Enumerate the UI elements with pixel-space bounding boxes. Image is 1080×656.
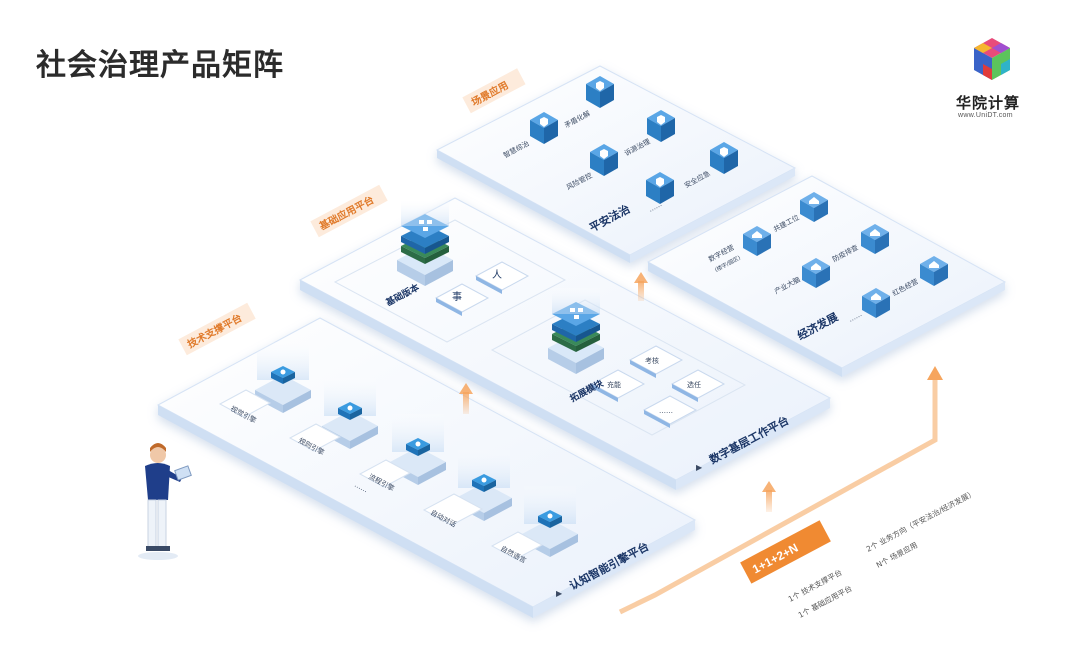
play-icon: ▶ <box>556 589 563 598</box>
ext-tile <box>628 345 684 378</box>
base-version-block <box>397 200 453 286</box>
shield-cube-icon <box>586 76 614 108</box>
logo-name: 华院计算 <box>956 94 1021 112</box>
tag-tech: 技术支撑平台 <box>178 302 256 356</box>
logo-cube-icon <box>974 38 1010 80</box>
logo-url: www.UniDT.com <box>958 112 1013 119</box>
svg-text:技术支撑平台: 技术支撑平台 <box>185 311 244 351</box>
base-tile-label: 事 <box>452 290 462 303</box>
play-icon: ▶ <box>696 463 703 472</box>
ext-tile <box>590 369 646 402</box>
house-cube-icon <box>802 258 830 288</box>
ext-tile-label: 考核 <box>645 356 659 365</box>
layer-arrows <box>459 272 943 615</box>
tag-base: 基础应用平台 <box>310 184 388 238</box>
network-icon <box>419 220 432 231</box>
engine-module <box>322 378 378 449</box>
extension-block <box>548 288 604 374</box>
shield-cube-icon <box>710 142 738 174</box>
house-cube-icon <box>800 192 828 222</box>
engine-module <box>255 342 311 413</box>
ext-tile <box>642 395 698 428</box>
network-icon <box>570 308 583 319</box>
formula-badge: 1+1+2+N <box>740 520 831 584</box>
page-title: 社会治理产品矩阵 <box>36 48 284 83</box>
ext-tile-label: 选任 <box>687 380 701 389</box>
shield-cube-icon <box>590 144 618 176</box>
house-cube-icon <box>861 224 889 254</box>
ext-tile-label: …… <box>659 407 673 415</box>
shield-cube-icon <box>647 110 675 142</box>
house-cube-icon <box>743 226 771 256</box>
house-cube-icon <box>920 256 948 286</box>
shield-cube-icon <box>646 172 674 204</box>
ext-tile <box>670 369 726 402</box>
shield-cube-icon <box>530 112 558 144</box>
svg-text:基础应用平台: 基础应用平台 <box>316 193 376 233</box>
base-tile-ren <box>474 261 530 294</box>
tag-scene: 场景应用 <box>462 68 526 114</box>
base-tile-label: 人 <box>492 269 502 281</box>
house-cube-icon <box>862 288 890 318</box>
person-with-tablet-icon <box>138 443 192 560</box>
ext-tile-label: 充能 <box>607 380 621 389</box>
formula-note: 2个 业务方向（平安法治/经济发展） <box>864 488 977 554</box>
base-tile-shi <box>434 283 490 316</box>
engine-label-bg <box>218 389 544 560</box>
